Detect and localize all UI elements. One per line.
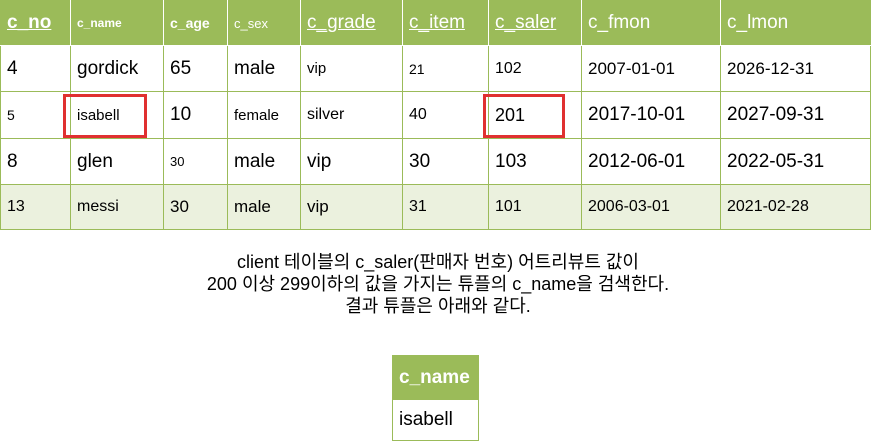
cell-c-item: 31 [402, 184, 489, 230]
header-c-no: c_no [0, 0, 71, 46]
table-row: 5 isabell 10 female silver 40 201 2017-1… [0, 91, 871, 139]
cell-c-lmon: 2022-05-31 [720, 138, 871, 185]
cell-c-saler: 101 [488, 184, 582, 230]
cell-c-no: 8 [0, 138, 71, 185]
cell-c-sex: male [227, 45, 301, 92]
cell-c-age: 30 [163, 184, 228, 230]
result-header-row: c_name [392, 355, 479, 400]
cell-c-no: 13 [0, 184, 71, 230]
cell-c-saler: 102 [488, 45, 582, 92]
cell-c-grade: silver [300, 91, 403, 139]
cell-c-name: messi [70, 184, 164, 230]
cell-c-lmon: 2027-09-31 [720, 91, 871, 139]
header-c-fmon: c_fmon [581, 0, 721, 46]
cell-c-sex: male [227, 184, 301, 230]
cell-c-fmon: 2012-06-01 [581, 138, 721, 185]
header-c-saler: c_saler [488, 0, 582, 46]
cell-c-grade: vip [300, 138, 403, 185]
description-line-3: 결과 튜플은 아래와 같다. [345, 296, 531, 316]
table-header-row: c_no c_name c_age c_sex c_grade c_item c… [0, 0, 871, 46]
result-cell-c-name: isabell [392, 399, 479, 441]
cell-c-name-text: isabell [77, 106, 120, 124]
cell-c-saler-highlighted: 201 [483, 91, 582, 139]
cell-c-item: 30 [402, 138, 489, 185]
cell-c-fmon: 2006-03-01 [581, 184, 721, 230]
cell-c-no: 4 [0, 45, 71, 92]
cell-c-item: 40 [402, 91, 489, 139]
cell-c-name-highlighted: isabell [63, 91, 164, 139]
cell-c-saler-text: 201 [495, 104, 526, 125]
header-c-sex: c_sex [227, 0, 301, 46]
cell-c-saler: 103 [488, 138, 582, 185]
header-c-item: c_item [402, 0, 489, 46]
header-c-name: c_name [70, 0, 164, 46]
description-line-1: client 테이블의 c_saler(판매자 번호) 어트리뷰트 값이 [237, 252, 639, 272]
cell-c-age: 65 [163, 45, 228, 92]
cell-c-item: 21 [402, 45, 489, 92]
cell-c-no: 5 [0, 91, 71, 139]
cell-c-lmon: 2021-02-28 [720, 184, 871, 230]
header-c-lmon: c_lmon [720, 0, 871, 46]
client-table: c_no c_name c_age c_sex c_grade c_item c… [0, 0, 871, 230]
header-c-age: c_age [163, 0, 228, 46]
cell-c-grade: vip [300, 45, 403, 92]
result-table: c_name isabell [392, 355, 479, 441]
cell-c-age: 10 [163, 91, 228, 139]
result-header-c-name: c_name [392, 355, 479, 400]
header-c-grade: c_grade [300, 0, 403, 46]
cell-c-sex: male [227, 138, 301, 185]
cell-c-fmon: 2007-01-01 [581, 45, 721, 92]
table-row: 13 messi 30 male vip 31 101 2006-03-01 2… [0, 184, 871, 230]
cell-c-name: glen [70, 138, 164, 185]
cell-c-sex: female [227, 91, 301, 139]
cell-c-grade: vip [300, 184, 403, 230]
cell-c-name: gordick [70, 45, 164, 92]
query-description: client 테이블의 c_saler(판매자 번호) 어트리뷰트 값이 200… [0, 251, 876, 317]
cell-c-lmon: 2026-12-31 [720, 45, 871, 92]
cell-c-fmon: 2017-10-01 [581, 91, 721, 139]
table-row: 8 glen 30 male vip 30 103 2012-06-01 202… [0, 138, 871, 185]
cell-c-age: 30 [163, 138, 228, 185]
result-row: isabell [392, 399, 479, 441]
table-row: 4 gordick 65 male vip 21 102 2007-01-01 … [0, 45, 871, 92]
description-line-2: 200 이상 299이하의 값을 가지는 튜플의 c_name을 검색한다. [206, 274, 670, 294]
